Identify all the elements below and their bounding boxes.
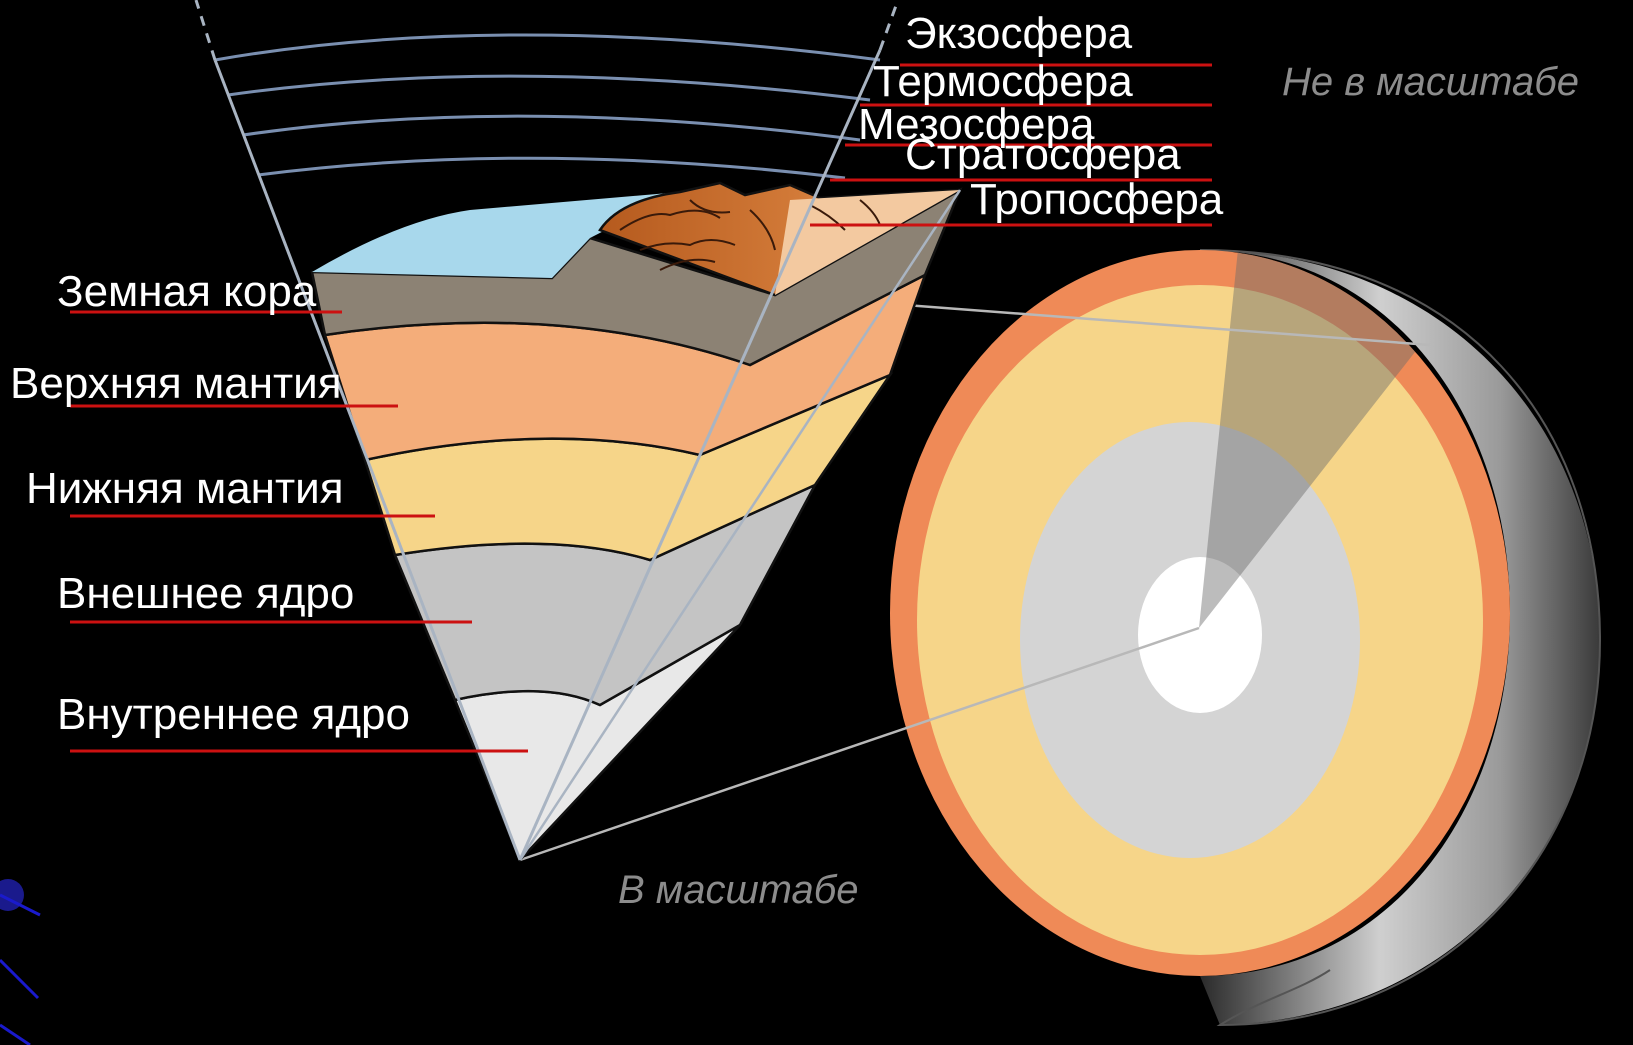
label-crust: Земная кора (57, 270, 316, 314)
earth-layers-wedge (312, 183, 960, 860)
note-to-scale: В масштабе (618, 870, 859, 910)
sphere-inner-core (1138, 557, 1262, 713)
label-thermosphere: Термосфера (873, 60, 1133, 104)
label-stratosphere: Стратосфера (905, 133, 1181, 177)
label-outer-core: Внешнее ядро (57, 572, 354, 616)
label-troposphere: Тропосфера (970, 178, 1223, 222)
label-lower-mantle: Нижняя мантия (26, 467, 344, 511)
note-not-to-scale: Не в масштабе (1282, 62, 1579, 102)
label-exosphere: Экзосфера (905, 12, 1132, 56)
label-inner-core: Внутреннее ядро (57, 693, 410, 737)
atmosphere-arcs (215, 35, 880, 178)
label-upper-mantle: Верхняя мантия (10, 362, 342, 406)
corner-decoration (0, 879, 40, 1045)
earth-sphere-cutaway (890, 230, 1600, 1025)
